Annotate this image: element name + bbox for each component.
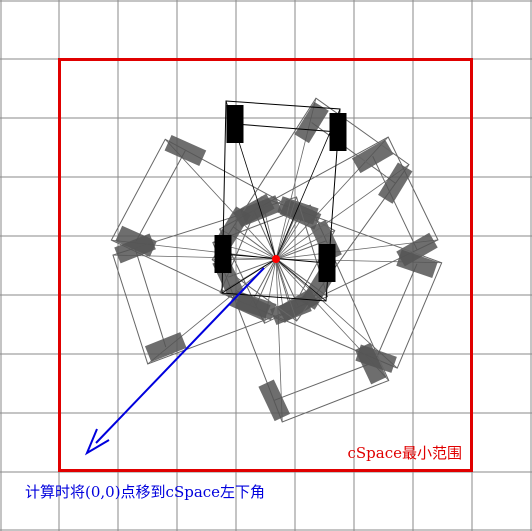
radius-line — [275, 108, 341, 260]
wheel — [318, 244, 336, 282]
wheel — [354, 342, 387, 385]
wheel — [144, 332, 187, 362]
wheel — [329, 113, 347, 151]
wheel — [226, 105, 244, 143]
axle-line — [375, 263, 418, 359]
rotated-vehicle — [112, 195, 329, 365]
radius-line — [275, 239, 439, 260]
cspace-bounding-box — [58, 58, 473, 472]
active-footprint — [214, 100, 347, 302]
rotation-center-point — [272, 255, 280, 263]
wheel — [214, 235, 232, 273]
cspace-label: cSpace最小范围 — [348, 444, 463, 462]
axle-line — [234, 123, 339, 133]
radius-line — [275, 164, 410, 260]
origin-shift-arrow — [84, 267, 265, 456]
origin-note: 计算时将(0,0)点移到cSpace左下角 — [25, 483, 265, 501]
radius-line — [164, 139, 277, 260]
axle-line — [135, 150, 186, 242]
radius-line — [275, 258, 327, 302]
wheel — [396, 249, 438, 279]
wheel — [114, 233, 156, 264]
wheel — [258, 379, 291, 422]
radius-line — [221, 258, 277, 294]
rotated-footprints — [110, 97, 443, 423]
active-vehicle — [214, 100, 347, 302]
axle-line — [134, 248, 167, 348]
ghost-pose — [112, 195, 329, 365]
wheel — [228, 289, 271, 321]
wheel — [164, 135, 207, 167]
wheel — [294, 101, 329, 144]
radius-line — [275, 258, 298, 322]
radius-line — [275, 230, 335, 260]
axle-line — [274, 363, 371, 401]
wheel — [270, 295, 312, 326]
axle-line — [311, 122, 396, 184]
radius-line — [275, 258, 398, 369]
radius-line — [275, 258, 283, 422]
wheel — [279, 198, 322, 230]
wheel — [378, 162, 413, 204]
radius-line — [112, 254, 277, 260]
radius-line — [275, 196, 297, 260]
wheel — [351, 139, 394, 174]
